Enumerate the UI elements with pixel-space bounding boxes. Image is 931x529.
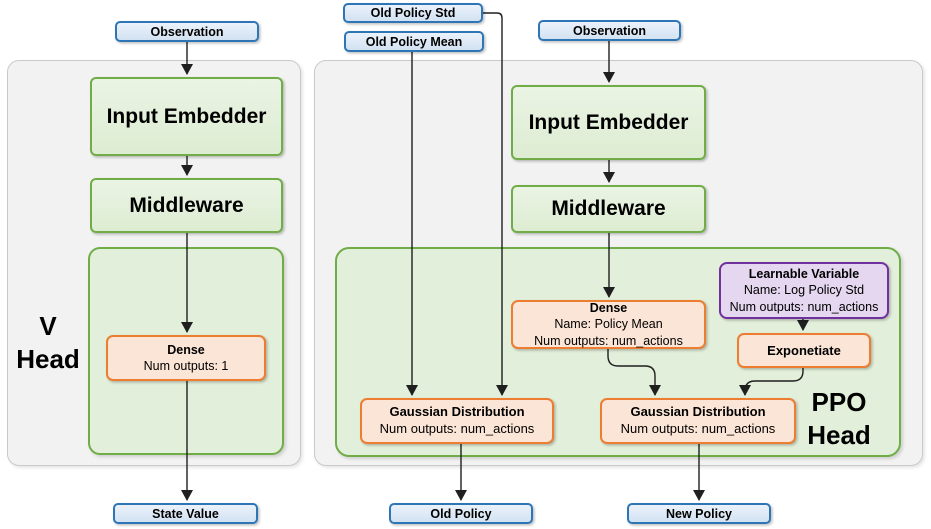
ppo-dense-title: Dense [589, 301, 628, 316]
v-observation-node: Observation [115, 21, 259, 42]
old-policy-output-node: Old Policy [389, 503, 533, 524]
state-value-label: State Value [152, 506, 219, 521]
ppo-head-label-line1: PPO [811, 387, 867, 417]
learnable-variable-node: Learnable Variable Name: Log Policy Std … [719, 262, 889, 319]
v-observation-label: Observation [150, 24, 224, 39]
v-input-embedder-node: Input Embedder [90, 77, 283, 156]
gaussian-old-outputs: Num outputs: num_actions [379, 421, 535, 436]
v-middleware-label: Middleware [129, 193, 244, 217]
ppo-dense-name: Name: Policy Mean [554, 317, 663, 332]
new-policy-output-node: New Policy [627, 503, 771, 524]
v-middleware-node: Middleware [90, 178, 283, 233]
old-policy-std-label: Old Policy Std [370, 6, 456, 20]
gaussian-distribution-new-node: Gaussian Distribution Num outputs: num_a… [600, 398, 796, 444]
gaussian-old-title: Gaussian Distribution [389, 404, 525, 420]
exponetiate-label: Exponetiate [767, 343, 841, 358]
v-dense-node: Dense Num outputs: 1 [106, 335, 266, 381]
exponetiate-node: Exponetiate [737, 333, 871, 368]
old-policy-std-node: Old Policy Std [343, 3, 483, 23]
ppo-observation-node: Observation [538, 20, 681, 41]
v-dense-title: Dense [167, 342, 205, 357]
gaussian-new-title: Gaussian Distribution [630, 404, 766, 420]
gaussian-new-outputs: Num outputs: num_actions [620, 421, 776, 436]
ppo-middleware-node: Middleware [511, 185, 706, 233]
ppo-input-embedder-label: Input Embedder [528, 110, 689, 134]
ppo-dense-outputs: Num outputs: num_actions [534, 333, 683, 348]
old-policy-output-label: Old Policy [430, 506, 492, 521]
v-head-label: V Head [10, 310, 86, 375]
learnable-variable-name: Name: Log Policy Std [743, 283, 865, 298]
v-dense-outputs: Num outputs: 1 [143, 359, 229, 373]
v-input-embedder-label: Input Embedder [106, 104, 267, 128]
v-head-label-line1: V [39, 311, 57, 341]
ppo-head-label-line2: Head [807, 419, 871, 450]
learnable-variable-title: Learnable Variable [748, 267, 860, 282]
gaussian-distribution-old-node: Gaussian Distribution Num outputs: num_a… [360, 398, 554, 444]
old-policy-mean-label: Old Policy Mean [365, 34, 463, 49]
learnable-variable-outputs: Num outputs: num_actions [729, 299, 879, 314]
ppo-observation-label: Observation [573, 23, 646, 38]
ppo-head-label: PPO Head [793, 386, 885, 451]
state-value-node: State Value [113, 503, 258, 524]
new-policy-output-label: New Policy [666, 506, 732, 521]
ppo-middleware-label: Middleware [551, 197, 666, 220]
v-head-label-line2: Head [16, 343, 80, 374]
ppo-input-embedder-node: Input Embedder [511, 85, 706, 160]
ppo-dense-policy-mean-node: Dense Name: Policy Mean Num outputs: num… [511, 300, 706, 349]
old-policy-mean-node: Old Policy Mean [344, 31, 484, 52]
